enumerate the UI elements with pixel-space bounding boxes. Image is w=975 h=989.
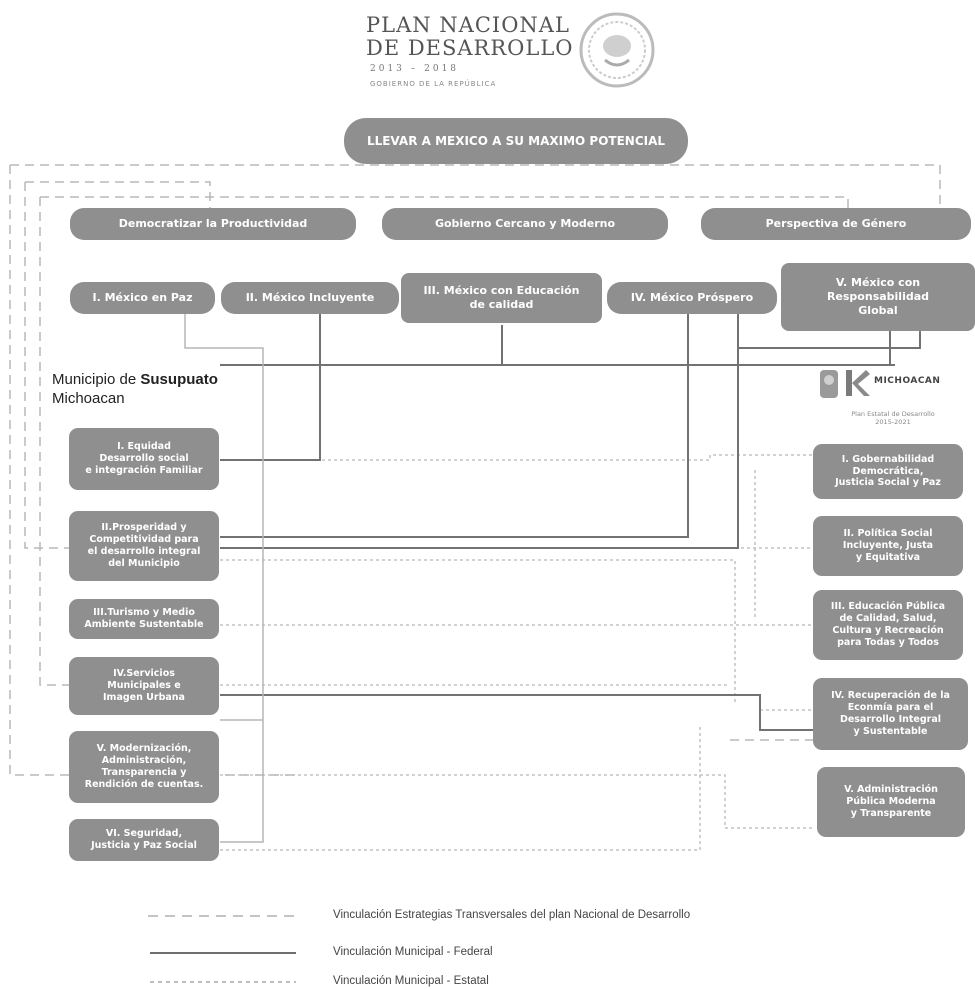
axis-line: y Transparente <box>850 807 932 819</box>
estatal-link <box>220 725 701 851</box>
axis-line: IV.Servicios <box>113 668 175 680</box>
axis-line: III. Educación Pública <box>830 601 946 613</box>
municipality-state: Michoacan <box>52 390 125 407</box>
legend-estatal: Vinculación Municipal - Estatal <box>333 975 489 987</box>
axis-line: VI. Seguridad, <box>105 828 183 840</box>
axis-line: IV. Recuperación de la <box>831 690 950 702</box>
axis-line: Rendición de cuentas. <box>84 778 204 790</box>
state-plan-subtitle: Plan Estatal de Desarrollo 2015-2021 <box>820 410 966 426</box>
transversal-link <box>39 197 70 686</box>
axis-line: e integración Familiar <box>85 464 203 476</box>
axis-line: V. Modernización, <box>96 743 192 755</box>
axis-line: Incluyente, Justa <box>842 540 934 552</box>
national-goal-5-line: Responsabilidad <box>826 290 930 304</box>
national-goal-2: II. México Incluyente <box>221 282 399 314</box>
municipality-name: Susupuato <box>140 371 218 388</box>
axis-line: Cultura y Recreación <box>832 625 944 636</box>
paz-link <box>184 312 264 843</box>
estatal-link <box>220 559 736 705</box>
axis-line: Ambiente Sustentable <box>84 619 204 630</box>
axis-line: III.Turismo y Medio <box>93 607 195 619</box>
michoacan-logo-icon <box>820 370 870 398</box>
strategy-2: Gobierno Cercano y Moderno <box>382 208 668 240</box>
axis-line: de Calidad, Salud, <box>839 613 937 625</box>
municipal-axis-6: VI. Seguridad,Justicia y Paz Social <box>69 819 219 861</box>
pnd-title-line2: DE DESARROLLO <box>366 36 574 60</box>
top-goal: LLEVAR A MEXICO A SU MAXIMO POTENCIAL <box>344 118 688 164</box>
axis-line: I. Gobernabilidad <box>841 453 935 465</box>
pnd-title: PLAN NACIONAL DE DESARROLLO <box>366 14 574 60</box>
federal-link <box>220 694 815 731</box>
axis-line: para Todas y Todos <box>837 636 939 648</box>
national-goal-5-line: V. México con <box>835 276 921 290</box>
axis-line: Imagen Urbana <box>103 691 185 703</box>
municipality-prefix: Municipio de <box>52 371 141 388</box>
national-goal-1: I. México en Paz <box>70 282 215 314</box>
legend-transversal: Vinculación Estrategias Transversales de… <box>333 909 691 921</box>
transversal-link <box>25 181 211 215</box>
axis-line: Transparencia y <box>101 767 187 778</box>
federal-link <box>220 310 689 538</box>
pnd-subtitle: GOBIERNO DE LA REPÚBLICA <box>370 80 497 88</box>
axis-line: Desarrollo Integral <box>839 714 942 725</box>
transversal-link <box>40 196 849 212</box>
national-goal-3-line: de calidad <box>469 298 534 311</box>
national-goal-3-line: III. México con Educación <box>423 284 580 298</box>
legend-federal: Vinculación Municipal - Federal <box>333 946 493 958</box>
axis-line: Competitividad para <box>89 534 199 546</box>
federal-link <box>738 330 921 349</box>
estatal-link <box>220 774 815 829</box>
estatal-link <box>220 454 815 461</box>
transversal-link <box>24 182 70 549</box>
municipality-label: Municipio de Susupuato Michoacan <box>52 370 218 408</box>
national-goal-4: IV. México Próspero <box>607 282 777 314</box>
state-plan-line1: Plan Estatal de Desarrollo <box>851 410 935 418</box>
axis-line: el desarrollo integral <box>87 546 201 557</box>
axis-line: Desarrollo social <box>99 453 189 465</box>
axis-line: Municipales e <box>107 680 181 692</box>
axis-line: II.Prosperidad y <box>101 522 187 534</box>
municipal-axis-5: V. Modernización,Administración,Transpar… <box>69 731 219 803</box>
federal-link <box>220 310 321 461</box>
strategy-1: Democratizar la Productividad <box>70 208 356 240</box>
axis-line: V. Administración <box>844 784 938 796</box>
axis-line: y Equitativa <box>855 551 921 563</box>
pnd-years: 2013 – 2018 <box>370 64 460 74</box>
axis-line: Justicia Social y Paz <box>835 477 941 489</box>
axis-line: del Municipio <box>108 557 180 569</box>
axis-line: Democrática, <box>852 465 924 477</box>
axis-line: I. Equidad <box>117 441 171 453</box>
axis-line: Justicia y Paz Social <box>91 840 197 851</box>
axis-line: Pública Moderna <box>846 796 936 808</box>
national-goal-5-line: Global <box>858 303 898 317</box>
axis-line: II. Política Social <box>843 528 933 540</box>
axis-line: Econmía para el <box>847 702 934 714</box>
axis-line: Administración, <box>101 755 187 767</box>
federal-link <box>220 290 739 549</box>
strategy-3: Perspectiva de Género <box>701 208 971 240</box>
axis-line: y Sustentable <box>853 725 928 737</box>
national-seal-icon <box>579 12 655 88</box>
state-plan-name: MICHOACAN <box>874 376 941 386</box>
pnd-title-line1: PLAN NACIONAL <box>366 13 570 37</box>
state-plan-line2: 2015-2021 <box>875 418 911 426</box>
